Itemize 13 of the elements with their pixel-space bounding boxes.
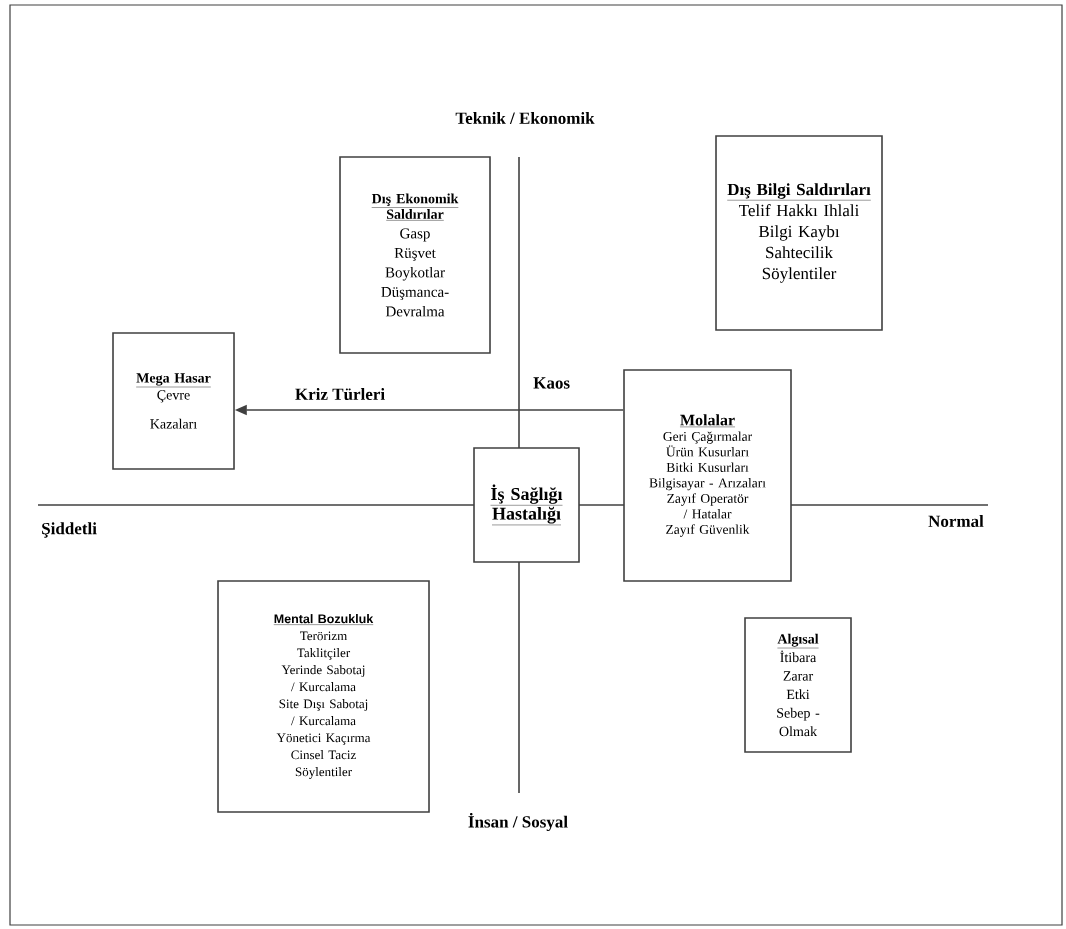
- category-box: Mega Hasar Çevre Kazaları: [112, 332, 235, 470]
- category-box: Dış Ekonomik Saldırılar Gasp Rüşvet Boykotlar Düşmanca- Devralma: [339, 156, 491, 354]
- category-box: Mental Bozukluk Terörizm Taklitçiler Yerinde Sabotaj / Kurcalama Site Dışı Sabotaj / Kurcalama Yönetici Kaçırma Cinsel Taciz Söylentiler: [217, 580, 430, 813]
- category-box: Molalar Geri Çağırmalar Ürün Kusurları Bitki Kusurları Bilgisayar - Arızaları Zayıf Operatör / Hatalar Zayıf Güvenlik: [623, 369, 792, 582]
- edge-label: Kriz Türleri: [293, 387, 387, 401]
- axis-label: Kaos: [533, 377, 570, 389]
- axis-label: Normal: [928, 515, 984, 527]
- category-box: Dış Bilgi Saldırıları Telif Hakkı Ihlali Bilgi Kaybı Sahtecilik Söylentiler: [715, 135, 883, 331]
- axis-label: Teknik / Ekonomik: [455, 112, 595, 124]
- category-box: İş Sağlığı Hastalığı: [473, 447, 580, 563]
- category-box: Algısal İtibara Zarar Etki Sebep - Olmak: [744, 617, 852, 753]
- axis-label: İnsan / Sosyal: [468, 812, 568, 832]
- axis-label: Şiddetli: [42, 522, 97, 538]
